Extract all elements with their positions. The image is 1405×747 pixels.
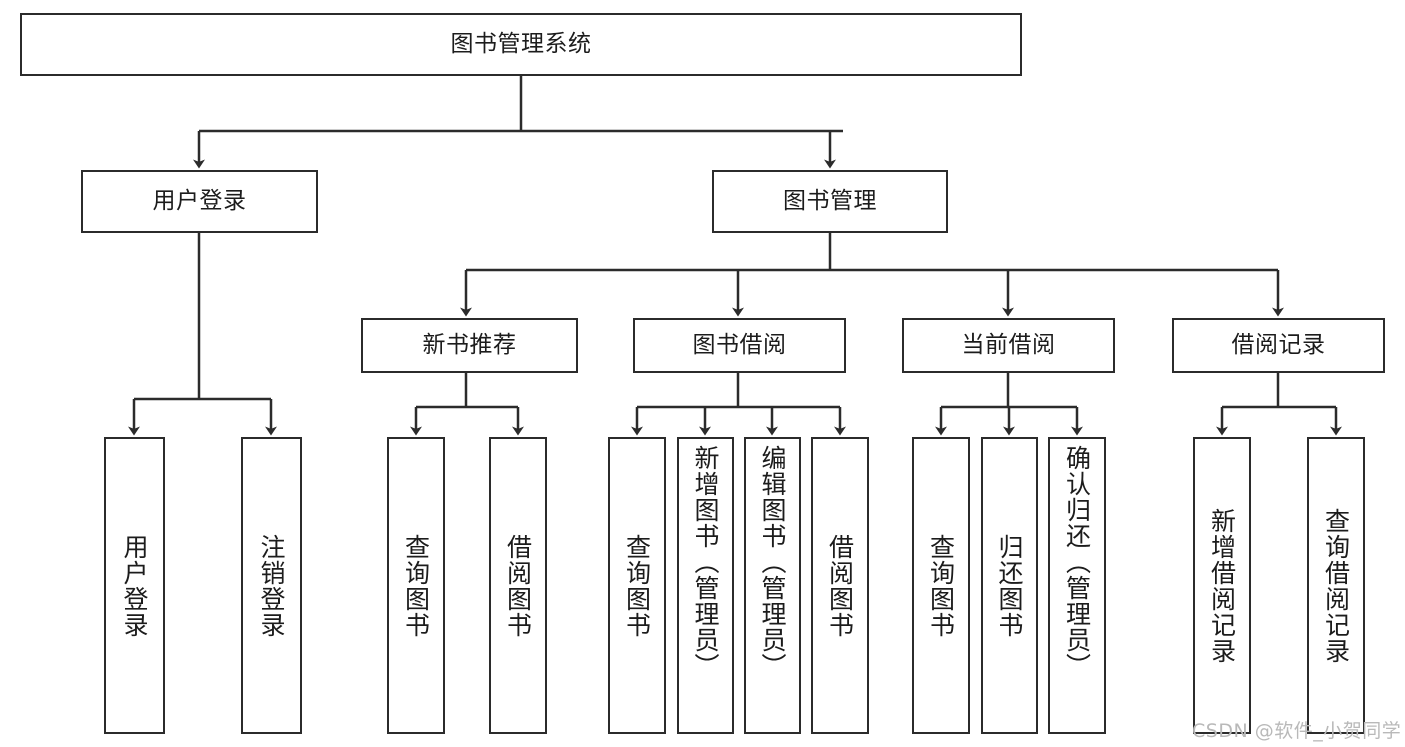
- leaf-borrow-book-1-label: 借阅图书: [503, 533, 533, 638]
- leaf-query-book-1[interactable]: 查询图书: [387, 437, 445, 734]
- leaf-logout[interactable]: 注销登录: [241, 437, 302, 734]
- node-book-manage[interactable]: 图书管理: [712, 170, 948, 233]
- node-current-borrow[interactable]: 当前借阅: [902, 318, 1115, 373]
- node-user-login-label: 用户登录: [152, 188, 247, 215]
- leaf-return-book[interactable]: 归还图书: [981, 437, 1038, 734]
- node-new-book-rec[interactable]: 新书推荐: [361, 318, 578, 373]
- node-new-book-rec-label: 新书推荐: [422, 332, 517, 359]
- node-current-borrow-label: 当前借阅: [961, 332, 1056, 359]
- leaf-borrow-book-2[interactable]: 借阅图书: [811, 437, 869, 734]
- node-root-label: 图书管理系统: [450, 31, 592, 58]
- leaf-add-record-label: 新增借阅记录: [1207, 507, 1237, 664]
- node-book-manage-label: 图书管理: [783, 188, 877, 215]
- leaf-add-record[interactable]: 新增借阅记录: [1193, 437, 1251, 734]
- node-borrow-record-label: 借阅记录: [1231, 332, 1326, 359]
- leaf-query-book-2-label: 查询图书: [622, 533, 652, 638]
- leaf-query-record-label: 查询借阅记录: [1321, 507, 1351, 664]
- leaf-add-book-label: 新增图书（管理员）: [691, 445, 720, 679]
- csdn-watermark: CSDN @软件_小贺同学: [1192, 720, 1402, 742]
- leaf-confirm-return[interactable]: 确认归还（管理员）: [1048, 437, 1106, 734]
- leaf-query-record[interactable]: 查询借阅记录: [1307, 437, 1365, 734]
- leaf-confirm-return-label: 确认归还（管理员）: [1062, 445, 1092, 679]
- leaf-query-book-3-label: 查询图书: [926, 533, 956, 638]
- node-borrow-record[interactable]: 借阅记录: [1172, 318, 1385, 373]
- leaf-borrow-book-1[interactable]: 借阅图书: [489, 437, 547, 734]
- leaf-user-login[interactable]: 用户登录: [104, 437, 165, 734]
- node-book-borrow-label: 图书借阅: [692, 332, 787, 359]
- leaf-query-book-1-label: 查询图书: [401, 533, 431, 638]
- leaf-borrow-book-2-label: 借阅图书: [825, 533, 855, 638]
- leaf-query-book-2[interactable]: 查询图书: [608, 437, 666, 734]
- leaf-add-book[interactable]: 新增图书（管理员）: [677, 437, 734, 734]
- node-root[interactable]: 图书管理系统: [20, 13, 1022, 76]
- node-book-borrow[interactable]: 图书借阅: [633, 318, 846, 373]
- node-user-login[interactable]: 用户登录: [81, 170, 318, 233]
- leaf-user-login-label: 用户登录: [120, 533, 149, 638]
- leaf-edit-book[interactable]: 编辑图书（管理员）: [744, 437, 801, 734]
- leaf-logout-label: 注销登录: [257, 533, 286, 638]
- leaf-edit-book-label: 编辑图书（管理员）: [758, 445, 787, 679]
- leaf-return-book-label: 归还图书: [995, 533, 1024, 638]
- leaf-query-book-3[interactable]: 查询图书: [912, 437, 970, 734]
